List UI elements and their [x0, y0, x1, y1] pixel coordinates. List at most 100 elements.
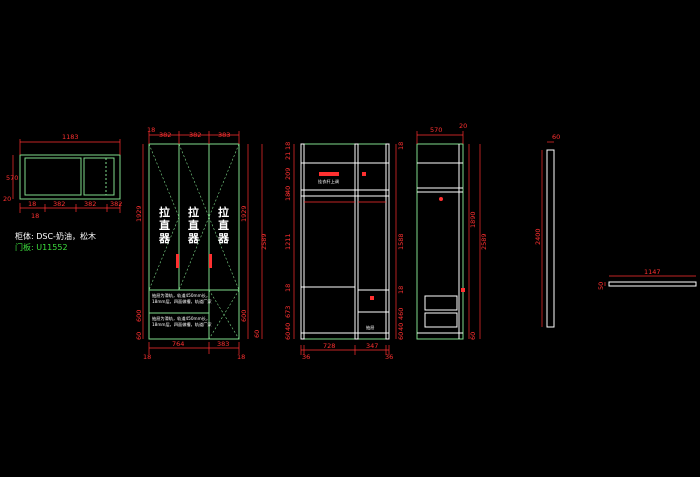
panel-view-dimension-lines — [541, 141, 554, 327]
front-view-handle-text-col-2: 拉 直 器 — [187, 205, 200, 245]
top-view-right-compartment — [83, 157, 115, 196]
section-view — [300, 143, 390, 340]
section-bottom-dim-2: 728 — [323, 342, 335, 350]
front-top-dim-3: 382 — [189, 131, 201, 139]
top-view-bottom-dim-3: 382 — [84, 200, 96, 208]
front-bottom-dim-2: 383 — [217, 340, 229, 348]
section-view-panels — [300, 143, 390, 340]
top-view-left-compartment — [24, 157, 82, 196]
drawer-handle-marker — [370, 296, 374, 300]
handle-char-2: 直 — [188, 218, 199, 232]
handle-char-3: 器 — [187, 232, 200, 245]
section-left-dim-2: 21 — [284, 152, 292, 160]
top-right-marker — [362, 172, 366, 176]
section-right-dim-5: 40 — [397, 323, 405, 331]
front-left-dim-2: 600 — [135, 310, 143, 322]
side-top-dim-1: 570 — [430, 126, 442, 134]
top-view-bottom-dim-2: 382 — [53, 200, 65, 208]
front-view-outline — [148, 143, 240, 340]
top-hanging-rod — [319, 172, 339, 176]
section-drawer-label: 抽屉 — [366, 324, 374, 331]
section-bottom-dim-4: 36 — [385, 353, 393, 361]
handle-char-2: 直 — [159, 218, 170, 232]
drawer-note-2-line-1: 抽屉为滑轨，轨道450mm长， — [152, 315, 210, 322]
handle-char-3: 器 — [217, 232, 230, 245]
front-right-dim-total: 2589 — [260, 233, 268, 250]
handle-char-1: 拉 — [218, 205, 229, 219]
handle-char-1: 拉 — [159, 205, 170, 219]
section-right-dim-1: 18 — [397, 142, 405, 150]
side-top-dim-2: 20 — [459, 122, 467, 130]
section-left-dim-9: 40 — [284, 323, 292, 331]
panel-height-dim: 2400 — [534, 228, 542, 245]
handle-char-3: 器 — [158, 232, 171, 245]
bar-width-dim: 1147 — [644, 268, 661, 276]
front-right-dim-1: 1929 — [240, 205, 248, 222]
section-left-dim-6: 1211 — [284, 233, 292, 250]
front-bottom-edge-1: 18 — [143, 353, 151, 361]
section-left-dim-4: 40 — [284, 186, 292, 194]
handle-char-1: 拉 — [188, 205, 199, 219]
front-right-dim-2: 600 — [240, 310, 248, 322]
top-view-bottom-dim-5: 18 — [31, 212, 39, 220]
top-view-height-dim: 570 — [6, 174, 18, 182]
section-bottom-dim-1: 36 — [302, 353, 310, 361]
top-view-outline — [19, 154, 121, 200]
section-left-dim-8: 673 — [284, 306, 292, 318]
bar-view-dimension-lines — [604, 275, 696, 286]
section-top-label: 挂衣杆上调 — [318, 178, 339, 185]
front-top-dim-2: 382 — [159, 131, 171, 139]
drawer-note-1-line-1: 抽屉为滑轨，轨道450mm长， — [152, 292, 210, 299]
section-right-dim-4: 460 — [397, 308, 405, 320]
front-left-dim-1: 1929 — [135, 205, 143, 222]
panel-view — [541, 141, 555, 328]
front-top-dim-4: 383 — [218, 131, 230, 139]
front-view-handles — [176, 254, 212, 268]
top-view-dimension-lines — [12, 139, 121, 213]
front-bottom-edge-2: 18 — [237, 353, 245, 361]
front-left-dim-3: 60 — [135, 332, 143, 340]
section-right-dim-2: 1588 — [397, 233, 405, 250]
section-right-dim-3: 18 — [397, 286, 405, 294]
section-view-dimension-lines — [293, 144, 397, 355]
side-handle-marker — [461, 288, 465, 292]
cabinet-material-label: 柜体: DSC-奶油，松木 — [15, 232, 96, 241]
front-right-dim-3: 60 — [253, 330, 261, 338]
top-view-bottom-dim-4: 382 — [110, 200, 122, 208]
front-bottom-dim-1: 764 — [172, 340, 184, 348]
top-view-gap-dim: 20 — [3, 195, 11, 203]
drawer-note-1-line-2: 18mm层，四面做槽，轨道厂家 — [152, 298, 212, 305]
section-bottom-dim-3: 347 — [366, 342, 378, 350]
top-view-bottom-dim-1: 18 — [28, 200, 36, 208]
side-right-dim-1: 1890 — [469, 211, 477, 228]
front-view-dimension-lines — [142, 131, 263, 354]
side-view-dimension-lines — [416, 131, 481, 339]
door-material-label: 门板: U11552 — [15, 243, 68, 252]
bar-view-outline — [608, 281, 697, 287]
bar-view — [604, 275, 697, 287]
section-left-dim-1: 18 — [284, 142, 292, 150]
front-view — [148, 143, 240, 340]
section-left-dim-3: 209 — [284, 168, 292, 180]
side-right-dim-2: 2589 — [480, 233, 488, 250]
side-view-panels — [417, 144, 463, 339]
top-view — [12, 139, 121, 213]
side-rod-marker — [439, 197, 443, 201]
section-left-dim-7: 18 — [284, 284, 292, 292]
section-left-dim-5: 18 — [284, 193, 292, 201]
handle-char-2: 直 — [218, 218, 229, 232]
drawer-note-2-line-2: 18mm层，四面做槽，轨道厂家 — [152, 321, 212, 328]
top-view-width-dim: 1183 — [62, 133, 79, 141]
front-view-door-swing-lines — [148, 143, 240, 340]
panel-width-dim: 60 — [552, 133, 560, 141]
section-right-dim-6: 60 — [397, 332, 405, 340]
front-view-handle-text-col-3: 拉 直 器 — [217, 205, 230, 245]
section-left-dim-10: 60 — [284, 332, 292, 340]
panel-view-outline — [546, 149, 555, 328]
side-view-outline — [416, 143, 464, 340]
bar-height-dim: 50 — [597, 282, 605, 290]
front-view-handle-text-col-1: 拉 直 器 — [158, 205, 171, 245]
side-view — [416, 143, 465, 340]
